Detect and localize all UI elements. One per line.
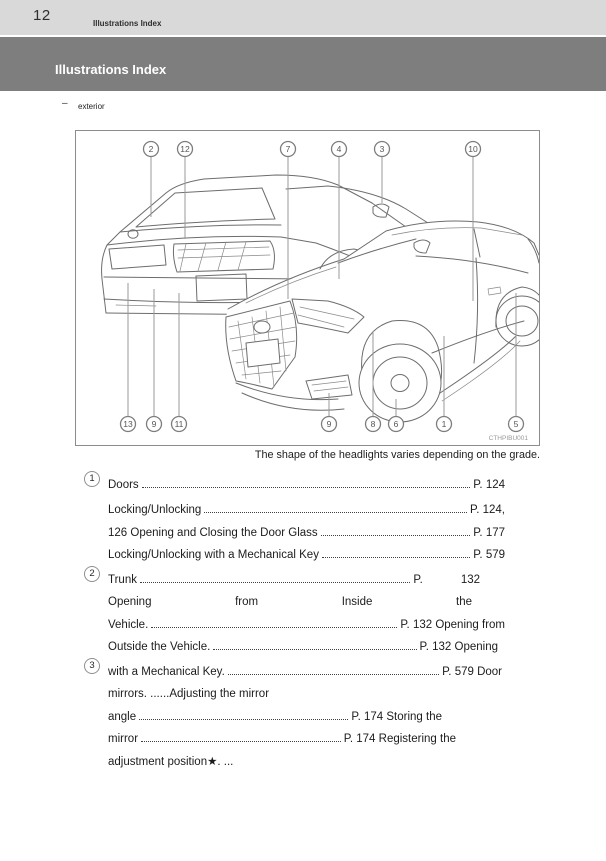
svg-text:4: 4 xyxy=(337,144,342,154)
index-entry-door-mirrors: 3 with a Mechanical Key. P. 579 Door mir… xyxy=(84,655,505,768)
illustrations-index-list: 1 Doors P. 124 Locking/Unlocking P. 124,… xyxy=(84,468,505,768)
figure-caption: The shape of the headlights varies depen… xyxy=(254,449,540,461)
callout-7: 7 xyxy=(279,140,297,299)
section-dash: – xyxy=(62,98,68,109)
index-line: Trunk P. 132 xyxy=(108,563,480,586)
callout-2: 2 xyxy=(142,140,160,217)
dot-leader xyxy=(321,557,471,558)
callout-6: 6 xyxy=(387,399,405,433)
dot-leader xyxy=(213,649,417,650)
page-ref: P. 177 xyxy=(473,526,505,539)
entry-badge-3: 3 xyxy=(84,658,100,674)
line-text: Doors xyxy=(108,478,139,491)
index-line: mirror P. 174 Registering the xyxy=(108,723,456,745)
page-ref: 132 xyxy=(460,573,480,586)
callout-9-left: 9 xyxy=(145,289,163,433)
index-line: mirrors. ......Adjusting the mirror xyxy=(108,678,505,700)
figure-code: CTHPIBU001 xyxy=(489,435,529,442)
callout-13: 13 xyxy=(119,283,137,433)
callout-12: 12 xyxy=(176,140,194,239)
callout-11: 11 xyxy=(170,293,188,433)
line-text: from xyxy=(235,596,259,608)
section-label: exterior xyxy=(78,102,105,111)
entry-badge-1: 1 xyxy=(84,471,100,487)
dot-leader xyxy=(141,486,471,488)
header-chapter-title: Illustrations Index xyxy=(93,19,162,28)
index-line: with a Mechanical Key. P. 579 Door xyxy=(108,655,502,678)
page-ref: P. 174 Registering the xyxy=(343,733,456,745)
callout-3: 3 xyxy=(373,140,391,203)
index-entry-trunk: 2 Trunk P. 132 Opening from Inside the V… xyxy=(84,563,505,653)
index-line: Vehicle. P. 132 Opening from xyxy=(108,608,505,631)
page-ref: P. 132 Opening xyxy=(419,641,498,653)
section-row: – exterior xyxy=(0,98,606,114)
line-text: 126 Opening and Closing the Door Glass xyxy=(108,526,318,539)
svg-text:2: 2 xyxy=(149,144,154,154)
front-car-drawing xyxy=(225,220,539,423)
index-line: 126 Opening and Closing the Door Glass P… xyxy=(108,516,505,539)
line-text: mirror xyxy=(108,733,139,745)
dot-leader xyxy=(141,741,341,742)
line-text: the xyxy=(456,596,472,608)
index-line: adjustment position★. ... xyxy=(108,745,505,768)
line-text: Trunk xyxy=(108,573,137,586)
index-line: Locking/Unlocking with a Mechanical Key … xyxy=(108,539,505,561)
index-line: Locking/Unlocking P. 124, xyxy=(108,494,505,516)
page-ref: P. 579 xyxy=(473,549,505,561)
banner-title: Illustrations Index xyxy=(55,62,167,77)
callout-1: 1 xyxy=(435,336,453,433)
dot-leader xyxy=(227,673,440,675)
callout-9-right: 9 xyxy=(320,393,338,433)
index-line: Outside the Vehicle. P. 132 Opening xyxy=(108,631,498,653)
svg-text:1: 1 xyxy=(442,419,447,429)
front-car-body-fill xyxy=(225,221,539,409)
callout-4: 4 xyxy=(330,140,348,279)
svg-text:8: 8 xyxy=(371,419,376,429)
line-text: Vehicle. xyxy=(108,618,149,631)
svg-text:9: 9 xyxy=(152,419,157,429)
dot-leader xyxy=(151,626,398,628)
callout-10: 10 xyxy=(464,140,482,301)
chapter-banner: Illustrations Index xyxy=(0,37,606,91)
line-text: mirrors. ......Adjusting the mirror xyxy=(108,688,270,700)
index-line: Doors P. 124 xyxy=(108,468,505,491)
svg-text:10: 10 xyxy=(468,144,478,154)
page-ref: P. 174 Storing the xyxy=(351,710,442,723)
svg-text:9: 9 xyxy=(327,419,332,429)
svg-text:7: 7 xyxy=(286,144,291,154)
callout-5: 5 xyxy=(507,293,525,433)
dot-leader xyxy=(204,512,468,513)
index-entry-doors: 1 Doors P. 124 Locking/Unlocking P. 124,… xyxy=(84,468,505,561)
page-ref: P. 579 Door xyxy=(442,665,502,678)
line-text: Outside the Vehicle. xyxy=(108,641,211,653)
dot-leader xyxy=(139,718,349,720)
line-text: with a Mechanical Key. xyxy=(108,665,225,678)
line-text: Locking/Unlocking with a Mechanical Key xyxy=(108,549,319,561)
dot-leader xyxy=(320,534,471,536)
page-ref: P. xyxy=(413,573,423,586)
callout-8: 8 xyxy=(364,331,382,433)
svg-text:11: 11 xyxy=(175,419,184,429)
svg-text:5: 5 xyxy=(514,419,519,429)
page-ref: P. 124, xyxy=(470,504,505,516)
line-text: angle xyxy=(108,710,137,723)
line-text: Locking/Unlocking xyxy=(108,504,202,516)
line-text: adjustment position★. ... xyxy=(108,755,234,768)
car-illustration: 2 12 7 4 3 10 13 9 xyxy=(101,140,539,442)
page-ref: P. 132 Opening from xyxy=(400,618,505,631)
page-ref: P. 124 xyxy=(473,478,505,491)
dot-leader xyxy=(139,581,411,583)
line-text: Opening xyxy=(108,596,152,608)
svg-text:3: 3 xyxy=(380,144,385,154)
page-header-bar: 12 Illustrations Index xyxy=(0,0,606,35)
index-line: angle P. 174 Storing the xyxy=(108,700,442,723)
entry-badge-2: 2 xyxy=(84,566,100,582)
svg-text:6: 6 xyxy=(394,419,399,429)
line-text: Inside xyxy=(341,596,373,608)
exterior-figure: 2 12 7 4 3 10 13 9 xyxy=(75,130,540,446)
svg-text:13: 13 xyxy=(123,419,133,429)
page-number: 12 xyxy=(33,7,51,24)
index-line: Opening from Inside the xyxy=(108,586,472,608)
svg-text:12: 12 xyxy=(180,144,190,154)
